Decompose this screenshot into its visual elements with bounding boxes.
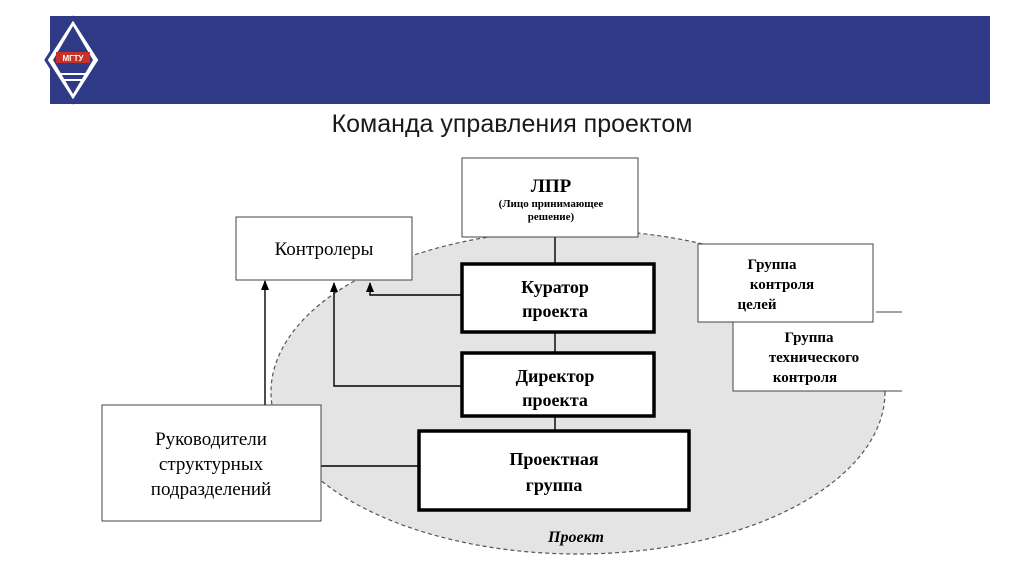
- goals-control-box: [697, 243, 874, 323]
- project-group-box: [417, 429, 691, 512]
- connectors: [261, 237, 556, 467]
- unit-heads-label-2: структурных: [159, 454, 264, 475]
- header-bar: [50, 16, 990, 104]
- lpr-subtitle-1: (Лицо принимающее: [499, 198, 604, 210]
- director-label-2: проекта: [522, 390, 588, 410]
- project-group-label-2: группа: [526, 475, 583, 495]
- curator-label-1: Куратор: [521, 277, 589, 297]
- university-logo: МГТУ: [44, 15, 102, 105]
- project-label: Проект: [547, 529, 604, 546]
- controllers-label: Контролеры: [275, 239, 374, 260]
- curator-box: [460, 262, 656, 334]
- tech-control-label-3: контроля: [773, 370, 837, 386]
- lpr-box: [461, 157, 639, 238]
- goals-control-label-2: контроля: [750, 277, 814, 293]
- curator-label-2: проекта: [522, 301, 588, 321]
- goals-control-label-3: целей: [737, 297, 776, 313]
- unit-heads-box: [101, 404, 322, 522]
- lpr-subtitle-2: решение): [528, 211, 575, 223]
- project-group-label-1: Проектная: [509, 449, 599, 469]
- goals-control-label-1: Группа: [747, 257, 797, 273]
- controllers-box: [235, 216, 413, 281]
- tech-control-label-2: технического: [769, 350, 859, 366]
- unit-heads-label-3: подразделений: [151, 479, 271, 500]
- unit-heads-label-1: Руководители: [155, 429, 267, 450]
- lpr-title: ЛПР: [531, 176, 572, 197]
- director-box: [460, 351, 656, 418]
- logo-text: МГТУ: [62, 54, 84, 63]
- tech-control-label-1: Группа: [784, 330, 834, 346]
- tech-control-box: [733, 312, 902, 391]
- director-label-1: Директор: [516, 366, 595, 386]
- page-title: Команда управления проектом: [331, 110, 693, 138]
